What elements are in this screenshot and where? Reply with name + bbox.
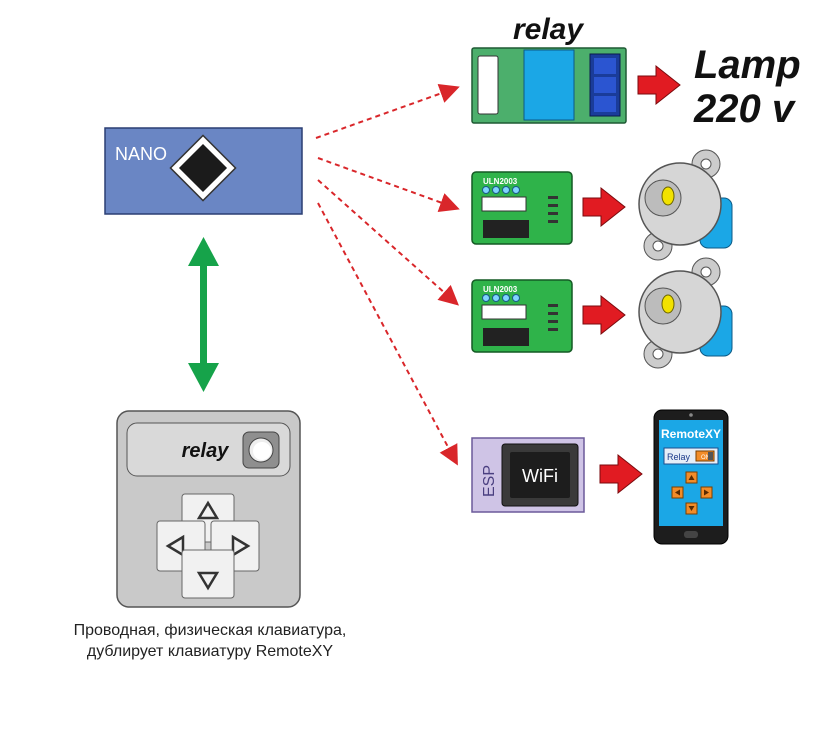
phone-right-icon — [704, 489, 709, 496]
nano-board: NANO — [104, 127, 303, 215]
uln2003-driver-1: ULN2003 — [471, 171, 573, 245]
esp-label: ESP — [481, 465, 498, 497]
phone-relay-switch[interactable]: ON — [695, 450, 715, 462]
keypad-up-icon — [196, 500, 220, 520]
relay-title: relay — [513, 13, 584, 46]
lamp-label: Lamp 220 v — [693, 43, 801, 131]
driver-1-label: ULN2003 — [483, 177, 518, 186]
keypad-caption: Проводная, физическая клавиатура, дублир… — [0, 620, 420, 662]
keypad-relay-label: relay — [182, 440, 230, 462]
phone: RemoteXY Relay ON — [653, 409, 729, 545]
arrow-to-phone-icon — [599, 453, 643, 495]
lamp-line1: Lamp — [694, 43, 801, 87]
keypad-left-icon — [165, 534, 185, 558]
link-to-relay — [315, 83, 460, 139]
lamp-line2: 220 v — [693, 87, 797, 131]
stepper-motor-1-icon — [638, 149, 733, 261]
keypad-relay-button[interactable] — [242, 431, 280, 469]
phone-relay-label: Relay — [667, 452, 691, 462]
link-to-driver-2 — [317, 179, 459, 306]
link-to-esp — [317, 202, 458, 466]
phone-left-icon — [675, 489, 680, 496]
caption-line2: дублирует клавиатуру RemoteXY — [86, 643, 334, 660]
esp-module: ESP WiFi — [471, 437, 585, 513]
phone-up-icon — [688, 475, 695, 480]
driver-2-label: ULN2003 — [483, 285, 518, 294]
wifi-label: WiFi — [522, 466, 558, 486]
physical-keypad: relay — [116, 410, 301, 608]
phone-down-icon — [688, 506, 695, 511]
nano-label: NANO — [115, 144, 167, 164]
nano-chip-icon — [169, 134, 237, 202]
keypad-down-icon — [196, 571, 220, 591]
phone-app-title: RemoteXY — [661, 427, 721, 441]
arrow-to-lamp-icon — [637, 64, 681, 106]
bidirectional-arrow-icon — [188, 237, 219, 392]
arrow-to-motor-2-icon — [582, 294, 626, 336]
keypad-right-icon — [231, 534, 251, 558]
stepper-motor-2-icon — [638, 257, 733, 369]
signal-links — [315, 83, 460, 466]
arrow-to-motor-1-icon — [582, 186, 626, 228]
phone-dpad — [671, 471, 713, 515]
caption-line1: Проводная, физическая клавиатура, — [73, 622, 347, 639]
uln2003-driver-2: ULN2003 — [471, 279, 573, 353]
link-to-driver-1 — [317, 157, 460, 212]
phone-switch-label: ON — [701, 455, 710, 461]
relay-module: relay — [471, 13, 627, 124]
